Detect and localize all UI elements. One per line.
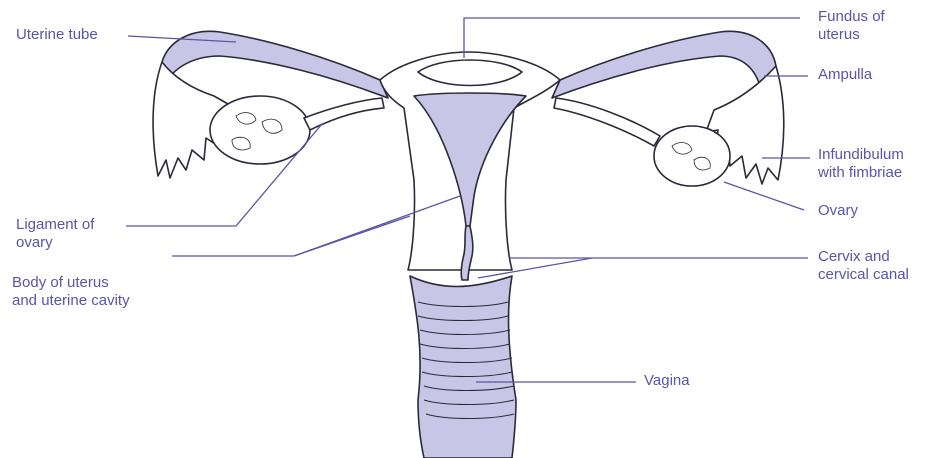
right-ovary	[654, 126, 730, 186]
label-ovary: Ovary	[818, 202, 858, 220]
label-ampulla: Ampulla	[818, 66, 872, 84]
left-ovarian-ligament	[304, 98, 384, 130]
label-body-uterus-line2: and uterine cavity	[12, 292, 130, 310]
label-ligament-line2: ovary	[16, 234, 94, 252]
label-fundus-line1: Fundus of	[818, 8, 885, 26]
label-ampulla-text: Ampulla	[818, 66, 872, 84]
label-ligament: Ligament of ovary	[16, 216, 94, 252]
right-ovarian-ligament	[554, 98, 660, 146]
label-fundus: Fundus of uterus	[818, 8, 885, 44]
label-uterine-tube-text: Uterine tube	[16, 26, 98, 44]
label-infundibulum-line2: with fimbriae	[818, 164, 904, 182]
left-ovary	[210, 96, 310, 164]
label-body-uterus-line1: Body of uterus	[12, 274, 130, 292]
leader-cervix	[478, 258, 808, 278]
leader-ovary	[724, 182, 804, 210]
label-cervix-line1: Cervix and	[818, 248, 909, 266]
label-infundibulum-line1: Infundibulum	[818, 146, 904, 164]
label-vagina-text: Vagina	[644, 372, 690, 390]
label-body-uterus: Body of uterus and uterine cavity	[12, 274, 130, 310]
leader-body-uterus	[172, 216, 410, 256]
label-ligament-line1: Ligament of	[16, 216, 94, 234]
label-cervix: Cervix and cervical canal	[818, 248, 909, 284]
label-cervix-line2: cervical canal	[818, 266, 909, 284]
label-uterine-tube: Uterine tube	[16, 26, 98, 44]
label-fundus-line2: uterus	[818, 26, 885, 44]
label-ovary-text: Ovary	[818, 202, 858, 220]
label-vagina: Vagina	[644, 372, 690, 390]
label-infundibulum: Infundibulum with fimbriae	[818, 146, 904, 182]
